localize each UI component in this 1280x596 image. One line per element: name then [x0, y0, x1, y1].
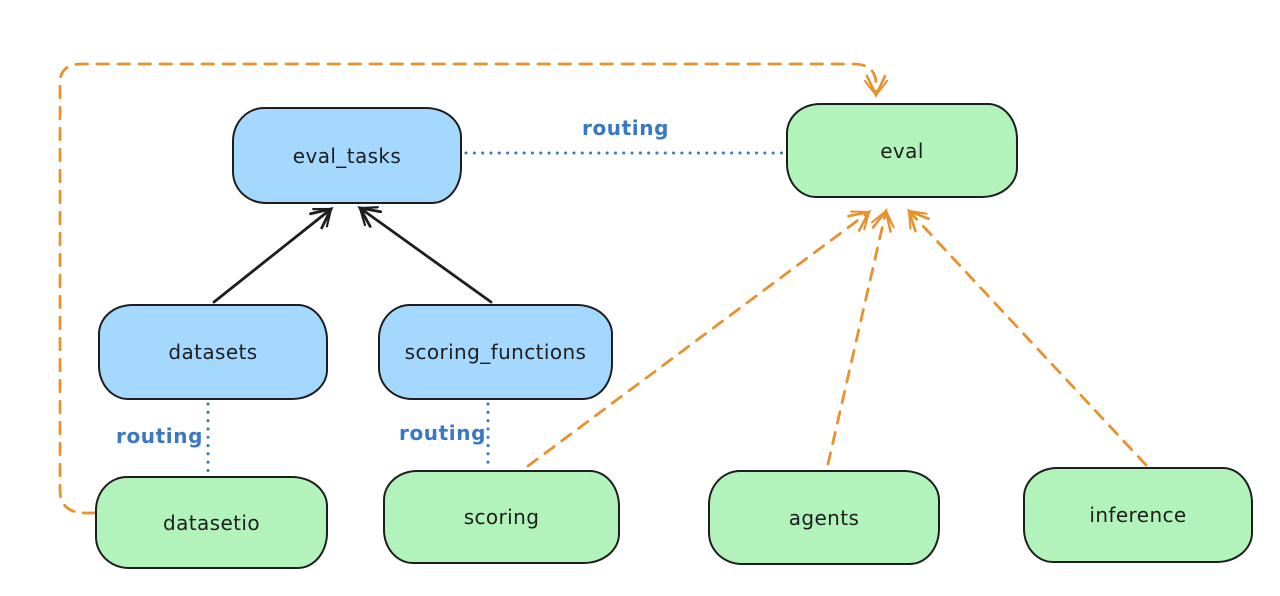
edge-scoring-to-eval [526, 210, 872, 468]
node-datasetio: datasetio [95, 476, 328, 569]
node-inference: inference [1023, 467, 1253, 563]
node-label: scoring_functions [404, 340, 587, 364]
node-label: agents [788, 505, 860, 530]
node-label: eval_tasks [292, 143, 402, 168]
edge-scoring_functions-to-eval_tasks [357, 206, 493, 304]
node-datasets: datasets [98, 304, 328, 400]
edge-label-routing-datasets-datasetio: routing [116, 424, 204, 448]
node-label: datasets [168, 340, 258, 364]
edge-label-routing-scoring_functions-scoring: routing [399, 421, 487, 445]
edge-agents-to-eval [826, 208, 895, 466]
node-agents: agents [708, 470, 940, 565]
node-label: inference [1089, 503, 1187, 527]
node-label: scoring [463, 505, 540, 529]
node-label: eval [880, 138, 924, 163]
edge-datasetio-to-eval [58, 62, 889, 515]
node-scoring_functions: scoring_functions [378, 304, 613, 400]
node-eval_tasks: eval_tasks [232, 107, 462, 204]
edge-inference-to-eval [906, 208, 1148, 467]
node-label: datasetio [162, 510, 260, 535]
edge-datasets-to-eval_tasks [212, 206, 334, 304]
node-eval: eval [786, 103, 1018, 198]
node-scoring: scoring [383, 470, 620, 564]
edge-label-routing-eval_tasks-eval: routing [582, 116, 670, 140]
